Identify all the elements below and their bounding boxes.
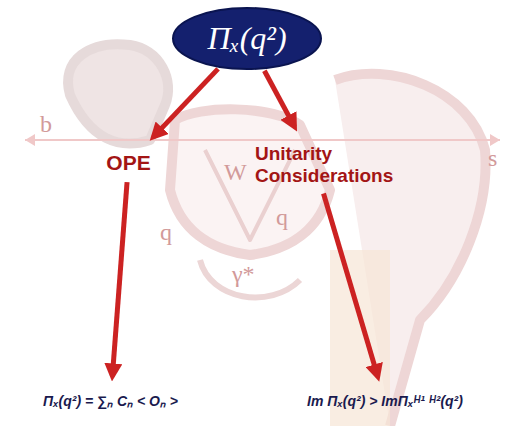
formula-text: Πₓ(q²) = ∑ₙ Cₙ < Oₙ > bbox=[43, 393, 178, 409]
watermark-axis bbox=[25, 139, 500, 141]
root-ellipse: Πₓ(q²) bbox=[173, 8, 321, 69]
formula: Im Πₓ(q²) > ImΠₓᴴ¹ ᴴ²(q²) bbox=[303, 390, 467, 412]
watermark-shapes bbox=[68, 44, 485, 426]
watermark-letter: γ* bbox=[232, 262, 255, 286]
watermark-letter: q bbox=[276, 205, 288, 229]
formula-text: Im Πₓ(q²) > ImΠₓᴴ¹ ᴴ²(q²) bbox=[307, 393, 463, 409]
method-label: OPE bbox=[100, 147, 157, 179]
red-arrow bbox=[112, 182, 127, 376]
watermark-letter: q bbox=[160, 220, 172, 244]
ellipse-title: Πₓ(q²) bbox=[207, 20, 287, 57]
formula: Πₓ(q²) = ∑ₙ Cₙ < Oₙ > bbox=[39, 390, 182, 412]
red-arrow bbox=[153, 69, 218, 137]
method-label-text: OPE bbox=[106, 151, 151, 175]
ellipse-fill bbox=[173, 8, 321, 69]
watermark-letter: s bbox=[488, 146, 497, 170]
red-arrow bbox=[324, 194, 378, 377]
red-arrow bbox=[264, 71, 294, 127]
watermark-letter: W bbox=[224, 160, 247, 184]
method-label-text: Unitarity Considerations bbox=[255, 143, 375, 187]
method-label: Unitarity Considerations bbox=[249, 139, 381, 191]
watermark-letter: b bbox=[40, 112, 52, 136]
